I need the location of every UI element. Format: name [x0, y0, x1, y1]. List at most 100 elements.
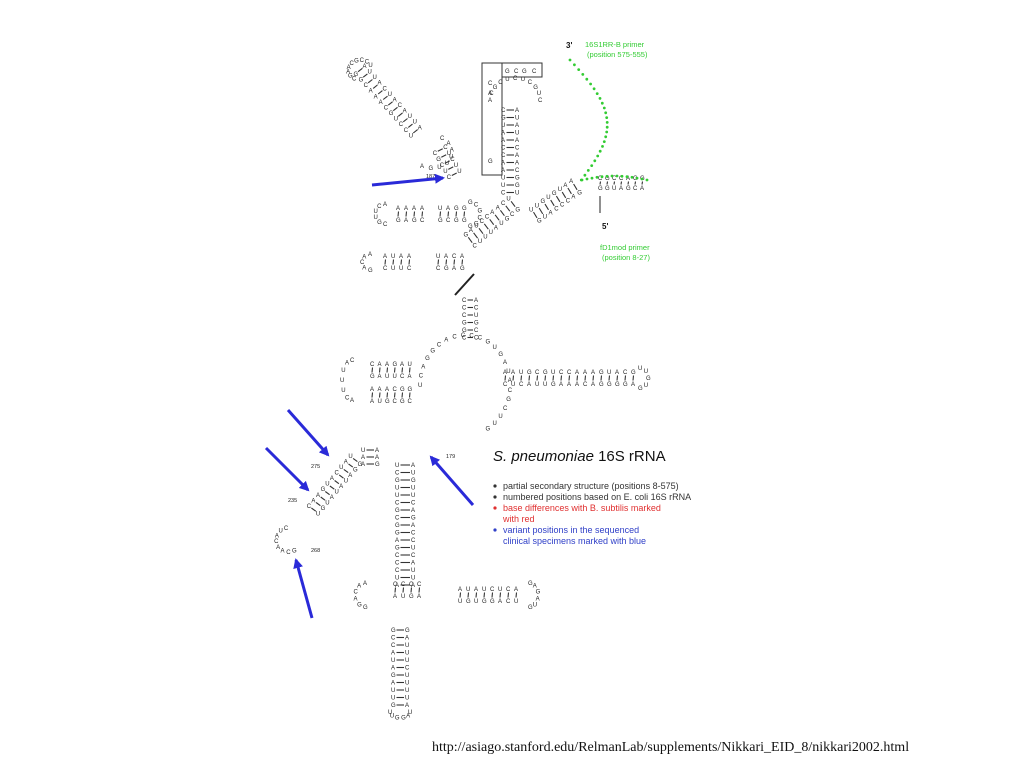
primer-nucleotide [605, 174, 609, 178]
base-pair-bond [459, 592, 462, 598]
nucleotide: C [419, 374, 424, 380]
nucleotide: A [375, 455, 379, 461]
nucleotide: G [353, 467, 358, 473]
nucleotide: A [406, 714, 410, 720]
nucleotide: A [514, 587, 518, 593]
nucleotide: A [396, 206, 400, 212]
base-pair-bond [499, 209, 505, 217]
nucleotide: C [489, 91, 494, 97]
nucleotide: C [478, 336, 483, 342]
nucleotide: A [339, 484, 343, 490]
nucleotide: G [599, 370, 604, 376]
nucleotide: A [357, 583, 361, 589]
nucleotide: C [395, 553, 400, 559]
nucleotide: A [450, 148, 454, 154]
base-pair-bond [378, 392, 381, 398]
nucleotide: G [599, 382, 604, 388]
nucleotide: U [529, 207, 533, 213]
nucleotide: G [368, 268, 373, 274]
nucleotide: A [379, 100, 383, 106]
nucleotide: G [393, 362, 398, 368]
nucleotide: A [346, 69, 350, 75]
nucleotide: C [469, 334, 474, 340]
nucleotide: C [393, 399, 398, 405]
nucleotide: G [400, 387, 405, 393]
base-pair-bond [448, 166, 454, 170]
base-pair-bond [371, 392, 374, 398]
nucleotide: A [503, 370, 507, 376]
nucleotide: G [375, 462, 380, 468]
nucleotide: G [321, 487, 326, 493]
primer-nucleotide [590, 164, 594, 168]
nucleotide: U [489, 230, 493, 236]
nucleotide: U [385, 374, 389, 380]
base-pair-bond [475, 592, 478, 598]
nucleotide: A [452, 266, 456, 272]
nucleotide: A [501, 138, 505, 144]
base-pair-bond [544, 375, 547, 381]
base-pair-bond [483, 223, 489, 230]
variant-arrow [293, 558, 314, 619]
nucleotide: U [501, 176, 505, 182]
nucleotide: C [395, 471, 400, 477]
nucleotide: U [519, 370, 523, 376]
nucleotide: G [515, 183, 520, 189]
base-pair-bond [393, 392, 396, 398]
nucleotide: G [543, 370, 548, 376]
nucleotide: G [385, 399, 390, 405]
primer-nucleotide [605, 121, 609, 124]
base-pair-bond [624, 375, 627, 381]
nucleotide: A [369, 89, 373, 95]
nucleotide: U [391, 254, 395, 260]
nucleotide: C [393, 387, 398, 393]
base-pair-bond [362, 73, 368, 78]
nucleotide: G [438, 218, 443, 224]
variant-arrow [264, 446, 310, 492]
nucleotide: C [623, 370, 628, 376]
nucleotide: C [364, 83, 369, 89]
nucleotide: G [466, 599, 471, 605]
svg-text:C: C [532, 69, 537, 75]
legend-title-species: S. pneumoniae [493, 448, 594, 465]
nucleotide: C [411, 531, 416, 537]
base-pair-bond [463, 211, 466, 217]
nucleotide: U [405, 681, 409, 687]
primer-nucleotide [592, 87, 596, 91]
nucleotide: U [478, 239, 482, 245]
nucleotide: G [377, 220, 382, 226]
nucleotide: U [405, 688, 409, 694]
nucleotide: C [503, 382, 508, 388]
nucleotide: U [409, 133, 413, 139]
nucleotide: A [494, 225, 498, 231]
nucleotide: G [528, 605, 533, 611]
nucleotide: C [461, 333, 466, 339]
base-pair-bond [334, 480, 340, 485]
nucleotide: C [400, 374, 405, 380]
nucleotide: C [490, 587, 495, 593]
nucleotide: U [341, 368, 345, 374]
nucleotide: C [485, 215, 490, 221]
nucleotide: C [583, 382, 588, 388]
nucleotide: C [395, 516, 400, 522]
nucleotide: A [370, 399, 374, 405]
nucleotide: A [362, 266, 366, 272]
base-pair-bond [408, 259, 411, 265]
nucleotide: U [399, 266, 403, 272]
nucleotide: G [626, 186, 631, 192]
nucleotide: U [341, 388, 345, 394]
nucleotide: G [429, 166, 434, 172]
svg-text:A: A [488, 91, 492, 97]
primer-nucleotide [581, 73, 585, 76]
nucleotide: C [528, 80, 533, 86]
nucleotide: U [405, 673, 409, 679]
nucleotide: A [619, 186, 623, 192]
primer-nucleotide [625, 175, 629, 179]
nucleotide: G [395, 546, 400, 552]
nucleotide: U [474, 599, 478, 605]
base-pair-bond [386, 392, 389, 398]
nucleotide: G [498, 352, 503, 358]
position-label: 235 [288, 498, 297, 504]
nucleotide: A [549, 211, 553, 217]
nucleotide: G [348, 74, 353, 80]
